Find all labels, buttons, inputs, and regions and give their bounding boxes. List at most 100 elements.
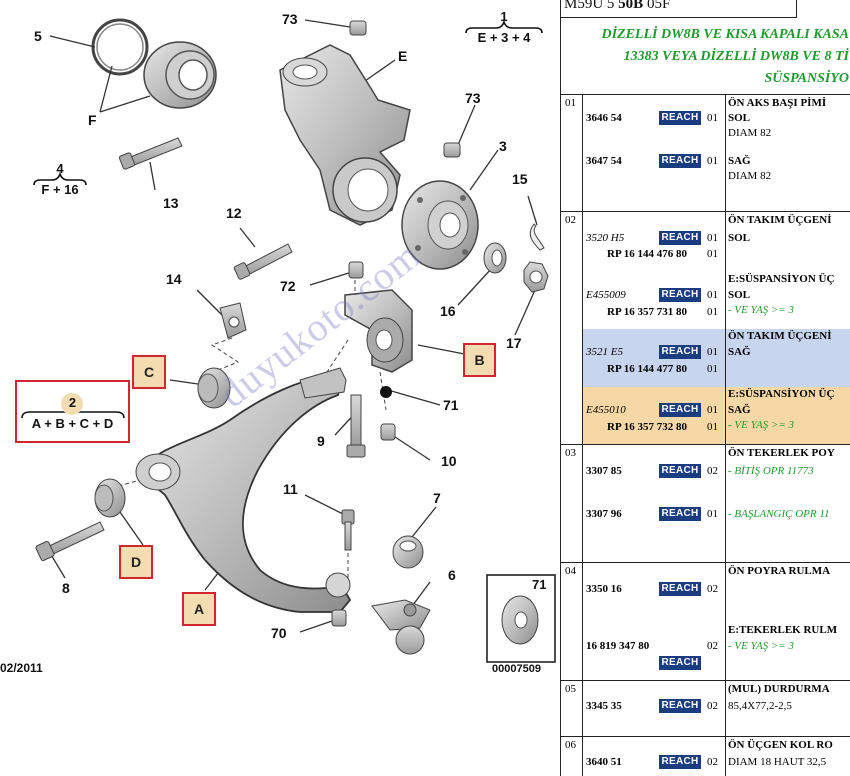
callout-73: 73 — [282, 11, 298, 27]
reach-badge: REACH — [659, 345, 701, 359]
hub-nut-part-17 — [523, 261, 549, 293]
column-separator — [725, 563, 726, 681]
quantity: 01 — [707, 404, 718, 416]
header-code-suffix: 05F — [643, 0, 671, 12]
quantity: 01 — [707, 421, 718, 433]
rp-number[interactable]: RP 16 144 476 80 — [607, 248, 688, 260]
quantity: 01 — [707, 363, 718, 375]
box-label-A: A — [182, 592, 216, 626]
part-number[interactable]: 3646 54 — [586, 112, 622, 124]
column-separator — [725, 737, 726, 776]
callout-11: 11 — [283, 481, 298, 497]
part-number[interactable]: E455009 — [586, 289, 626, 301]
bolt-part-13 — [118, 137, 183, 170]
column-separator — [725, 681, 726, 737]
header-code-bold: 50B — [618, 0, 644, 12]
rp-number[interactable]: RP 16 144 477 80 — [607, 363, 688, 375]
rear-bushing-part-D — [94, 478, 126, 518]
lower-control-arm-A — [135, 367, 352, 613]
bolt-part-12 — [233, 243, 293, 280]
quantity: 02 — [707, 700, 718, 712]
quantity: 02 — [707, 465, 718, 477]
clip-part-14 — [219, 302, 247, 339]
quantity: 01 — [707, 306, 718, 318]
box-label-C: C — [132, 355, 166, 389]
part-number[interactable]: 3640 51 — [586, 756, 622, 768]
highlight-orange — [583, 387, 850, 445]
part-number[interactable]: 16 819 347 80 — [586, 640, 650, 652]
group2-redframe — [15, 380, 130, 443]
table-row-06: 06 ÖN ÜÇGEN KOL RO 3640 51 REACH 02 DIAM… — [561, 736, 850, 776]
quantity: 01 — [707, 155, 718, 167]
split-pin-part-15 — [529, 223, 545, 251]
part-number[interactable]: 3307 96 — [586, 508, 622, 520]
quantity: 01 — [707, 248, 718, 260]
callout-16: 16 — [440, 303, 456, 319]
table-row-05: 05 (MUL) DURDURMA 3345 35 REACH 02 85,4X… — [561, 680, 850, 737]
wheel-bearing-part-F — [143, 41, 217, 109]
callout-F: F — [88, 112, 97, 128]
spec: 85,4X77,2-2,5 — [728, 700, 792, 712]
quantity: 01 — [707, 508, 718, 520]
group-2-formula: A + B + C + D — [31, 416, 114, 431]
bolt-part-9 — [346, 394, 366, 458]
bushing-part-7 — [392, 535, 424, 569]
group-1-number: 1 — [500, 9, 508, 24]
reach-badge: REACH — [659, 582, 701, 596]
group-4-label: 4 F + 16 — [34, 161, 86, 197]
callout-14: 14 — [166, 271, 182, 287]
part-number[interactable]: E455010 — [586, 404, 626, 416]
side: SAĞ — [728, 155, 751, 167]
long-bolt-part-8 — [35, 521, 105, 562]
spec: DIAM 82 — [728, 170, 772, 182]
quantity: 01 — [707, 112, 718, 124]
row-index: 04 — [561, 563, 583, 681]
part-number[interactable]: 3350 16 — [586, 583, 622, 595]
rp-number[interactable]: RP 16 357 731 80 — [607, 306, 688, 318]
callout-3: 3 — [499, 138, 507, 154]
quantity: 01 — [707, 346, 718, 358]
bolt-part-11 — [341, 509, 355, 551]
part-number[interactable]: 3307 85 — [586, 465, 622, 477]
part-number[interactable]: 3647 54 — [586, 155, 622, 167]
callout-6: 6 — [448, 567, 456, 583]
part-number[interactable]: 3345 35 — [586, 700, 622, 712]
callout-71: 71 — [443, 397, 459, 413]
column-separator — [725, 445, 726, 563]
parts-table-panel: M59U 5 50B 05F DİZELLİ DW8B VE KISA KAPA… — [560, 0, 850, 776]
header-note-line2: 13383 VEYA DİZELLİ DW8B VE 8 Tİ — [623, 49, 849, 64]
quantity: 01 — [707, 289, 718, 301]
header-code-prefix: M59U 5 — [564, 0, 619, 12]
rear-bushing-bracket-B — [344, 289, 413, 373]
part-number[interactable]: 3520 H5 — [586, 232, 625, 244]
table-row-01: 01 ÖN AKS BAŞI PİMİ 3646 54 REACH 01 SOL… — [561, 94, 850, 212]
callout-13: 13 — [163, 195, 179, 211]
callout-12: 12 — [226, 205, 242, 221]
reach-badge: REACH — [659, 656, 701, 670]
group-2-number: 2 — [68, 395, 77, 410]
snap-ring-part-5 — [91, 18, 149, 76]
row-title: ÖN POYRA RULMA — [728, 565, 831, 577]
part-number[interactable]: 3521 E5 — [586, 346, 623, 358]
rp-number[interactable]: RP 16 357 732 80 — [607, 421, 688, 433]
spec: DIAM 18 HAUT 32,5 — [728, 756, 827, 768]
condition: - BAŞLANGIÇ OPR 11 — [728, 508, 830, 520]
group-1-formula: E + 3 + 4 — [477, 30, 531, 45]
nut-part-73-top — [349, 20, 367, 36]
row-title: (MUL) DURDURMA — [728, 683, 830, 695]
group2-badge — [61, 393, 83, 415]
group-2-label: 2 A + B + C + D — [16, 395, 129, 431]
ball-joint-part-6 — [371, 599, 431, 655]
reach-badge: REACH — [659, 403, 701, 417]
column-separator — [725, 95, 726, 212]
quantity: 01 — [707, 232, 718, 244]
header-note-line3: SÜSPANSİYO — [764, 71, 849, 86]
callout-72: 72 — [280, 278, 296, 294]
row-title: ÖN AKS BAŞI PİMİ — [728, 97, 827, 109]
group-1-label: 1 E + 3 + 4 — [466, 9, 542, 45]
callout-10: 10 — [441, 453, 457, 469]
quantity: 02 — [707, 583, 718, 595]
side: SOL — [728, 232, 751, 244]
front-bushing-part-C — [197, 367, 231, 409]
callout-E: E — [398, 48, 408, 64]
